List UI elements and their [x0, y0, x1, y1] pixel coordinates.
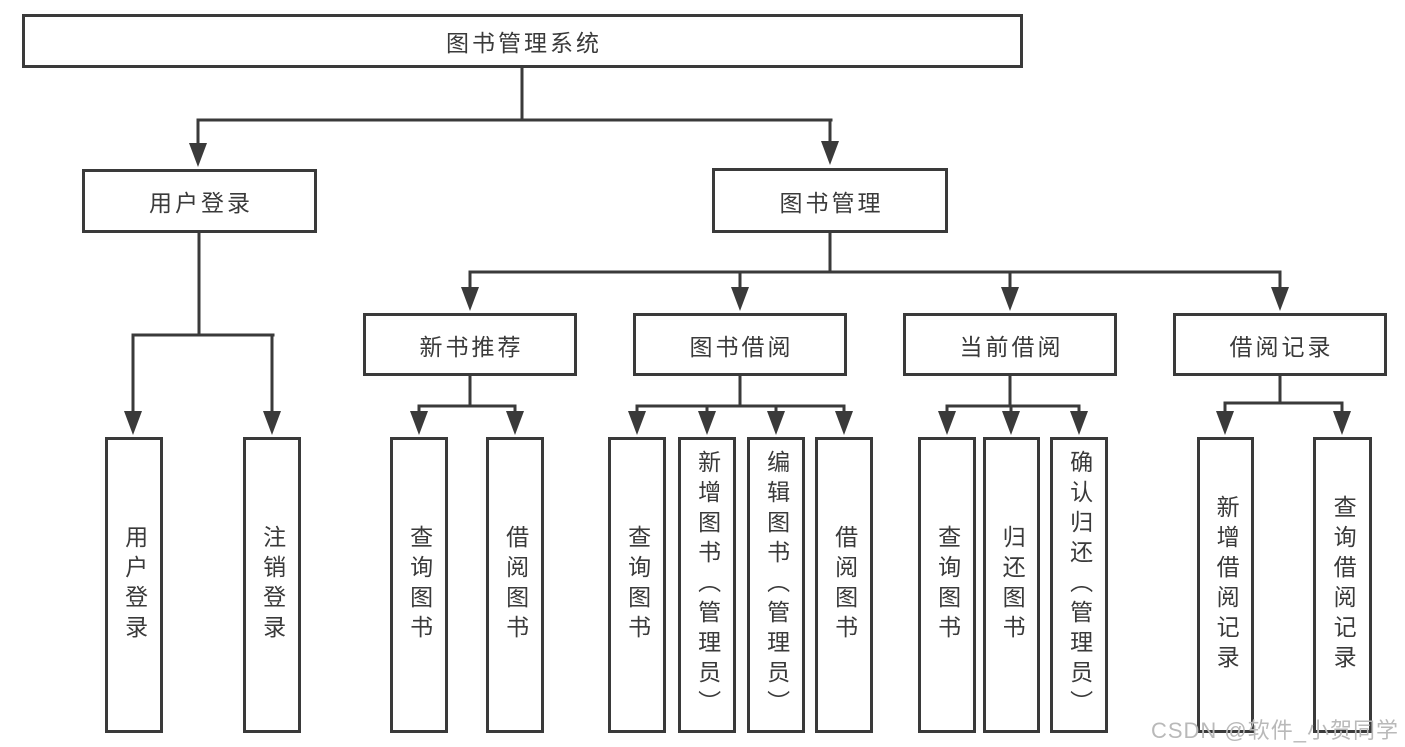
node-book-management-label: 图书管理 [779, 189, 884, 216]
wire-bookborrow-to-leaves [635, 374, 846, 420]
leaf-user-login-label: 用户登录 [121, 525, 148, 645]
wire-userlogin-to-leaves [131, 231, 275, 420]
leaf-current-query-books-label: 查询图书 [934, 525, 961, 645]
csdn-watermark: CSDN @软件_小贺同学 [1150, 718, 1399, 743]
leaf-borrow-query-books-label: 查询图书 [624, 525, 651, 645]
node-new-books-label: 新书推荐 [419, 333, 524, 360]
node-current-borrow-label: 当前借阅 [959, 333, 1064, 360]
leaf-newbooks-borrow-books: 借阅图书 [486, 437, 544, 733]
leaf-query-borrow-record-label: 查询借阅记录 [1330, 495, 1357, 675]
wire-borrowrecords-to-leaves [1223, 374, 1344, 420]
leaf-add-borrow-record: 新增借阅记录 [1197, 437, 1254, 733]
leaf-borrow-books-label: 借阅图书 [831, 525, 858, 645]
node-root-label: 图书管理系统 [446, 30, 602, 56]
node-borrow-records-label: 借阅记录 [1229, 333, 1334, 360]
leaf-add-books-admin: 新增图书（管理员） [678, 437, 736, 733]
leaf-edit-books-admin: 编辑图书（管理员） [747, 437, 805, 733]
wire-root-to-level2 [196, 66, 833, 152]
leaf-edit-books-admin-label: 编辑图书（管理员） [763, 450, 790, 720]
leaf-newbooks-query-books-label: 查询图书 [406, 525, 433, 645]
leaf-logout: 注销登录 [243, 437, 301, 733]
wire-bookmgmt-to-level3 [468, 231, 1282, 296]
node-borrow-records: 借阅记录 [1173, 313, 1387, 376]
wire-newbooks-to-leaves [417, 374, 517, 420]
arrowheads [124, 141, 1351, 435]
leaf-newbooks-query-books: 查询图书 [390, 437, 448, 733]
leaf-confirm-return-admin-label: 确认归还（管理员） [1066, 450, 1093, 720]
node-user-login: 用户登录 [82, 169, 317, 233]
node-book-borrow-label: 图书借阅 [689, 333, 794, 360]
node-user-login-label: 用户登录 [149, 190, 253, 216]
node-current-borrow: 当前借阅 [903, 313, 1117, 376]
leaf-return-books-label: 归还图书 [999, 525, 1026, 645]
leaf-confirm-return-admin: 确认归还（管理员） [1050, 437, 1108, 733]
leaf-newbooks-borrow-books-label: 借阅图书 [502, 525, 529, 645]
leaf-borrow-books: 借阅图书 [815, 437, 873, 733]
node-book-management: 图书管理 [712, 168, 948, 233]
node-root: 图书管理系统 [22, 14, 1023, 68]
node-book-borrow: 图书借阅 [633, 313, 847, 376]
leaf-user-login: 用户登录 [105, 437, 163, 733]
leaf-borrow-query-books: 查询图书 [608, 437, 666, 733]
node-new-books: 新书推荐 [363, 313, 577, 376]
leaf-query-borrow-record: 查询借阅记录 [1313, 437, 1372, 733]
leaf-logout-label: 注销登录 [259, 525, 286, 645]
leaf-current-query-books: 查询图书 [918, 437, 976, 733]
leaf-return-books: 归还图书 [983, 437, 1040, 733]
leaf-add-borrow-record-label: 新增借阅记录 [1213, 495, 1240, 675]
leaf-add-books-admin-label: 新增图书（管理员） [694, 450, 721, 720]
